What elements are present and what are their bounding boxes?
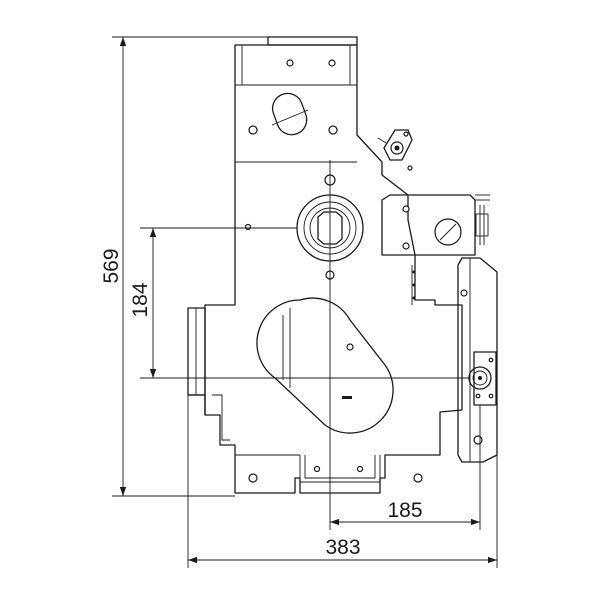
dimension-shaft-offset: 184 (129, 227, 470, 379)
top-tab (241, 36, 358, 85)
upper-slot (248, 92, 338, 136)
mounting-hole (328, 59, 336, 67)
mounting-hole (328, 125, 338, 135)
oblong-window (256, 297, 394, 434)
main-shaft (244, 160, 364, 296)
left-bracket (187, 307, 423, 483)
dimension-label-184: 184 (129, 282, 152, 317)
pivot-bracket (377, 129, 413, 171)
mounting-hole (286, 59, 294, 67)
dimension-overall-width: 383 (187, 395, 498, 568)
dimension-hole-spacing: 185 (329, 296, 481, 530)
cam-bracket (381, 194, 490, 256)
dimension-label-569: 569 (100, 248, 123, 283)
dimension-label-383: 383 (325, 536, 360, 559)
dimension-overall-height: 569 (100, 36, 268, 497)
mounting-hole (248, 125, 258, 135)
right-side-frame (411, 257, 498, 463)
dimension-label-185: 185 (387, 499, 422, 522)
main-plate (204, 44, 463, 494)
